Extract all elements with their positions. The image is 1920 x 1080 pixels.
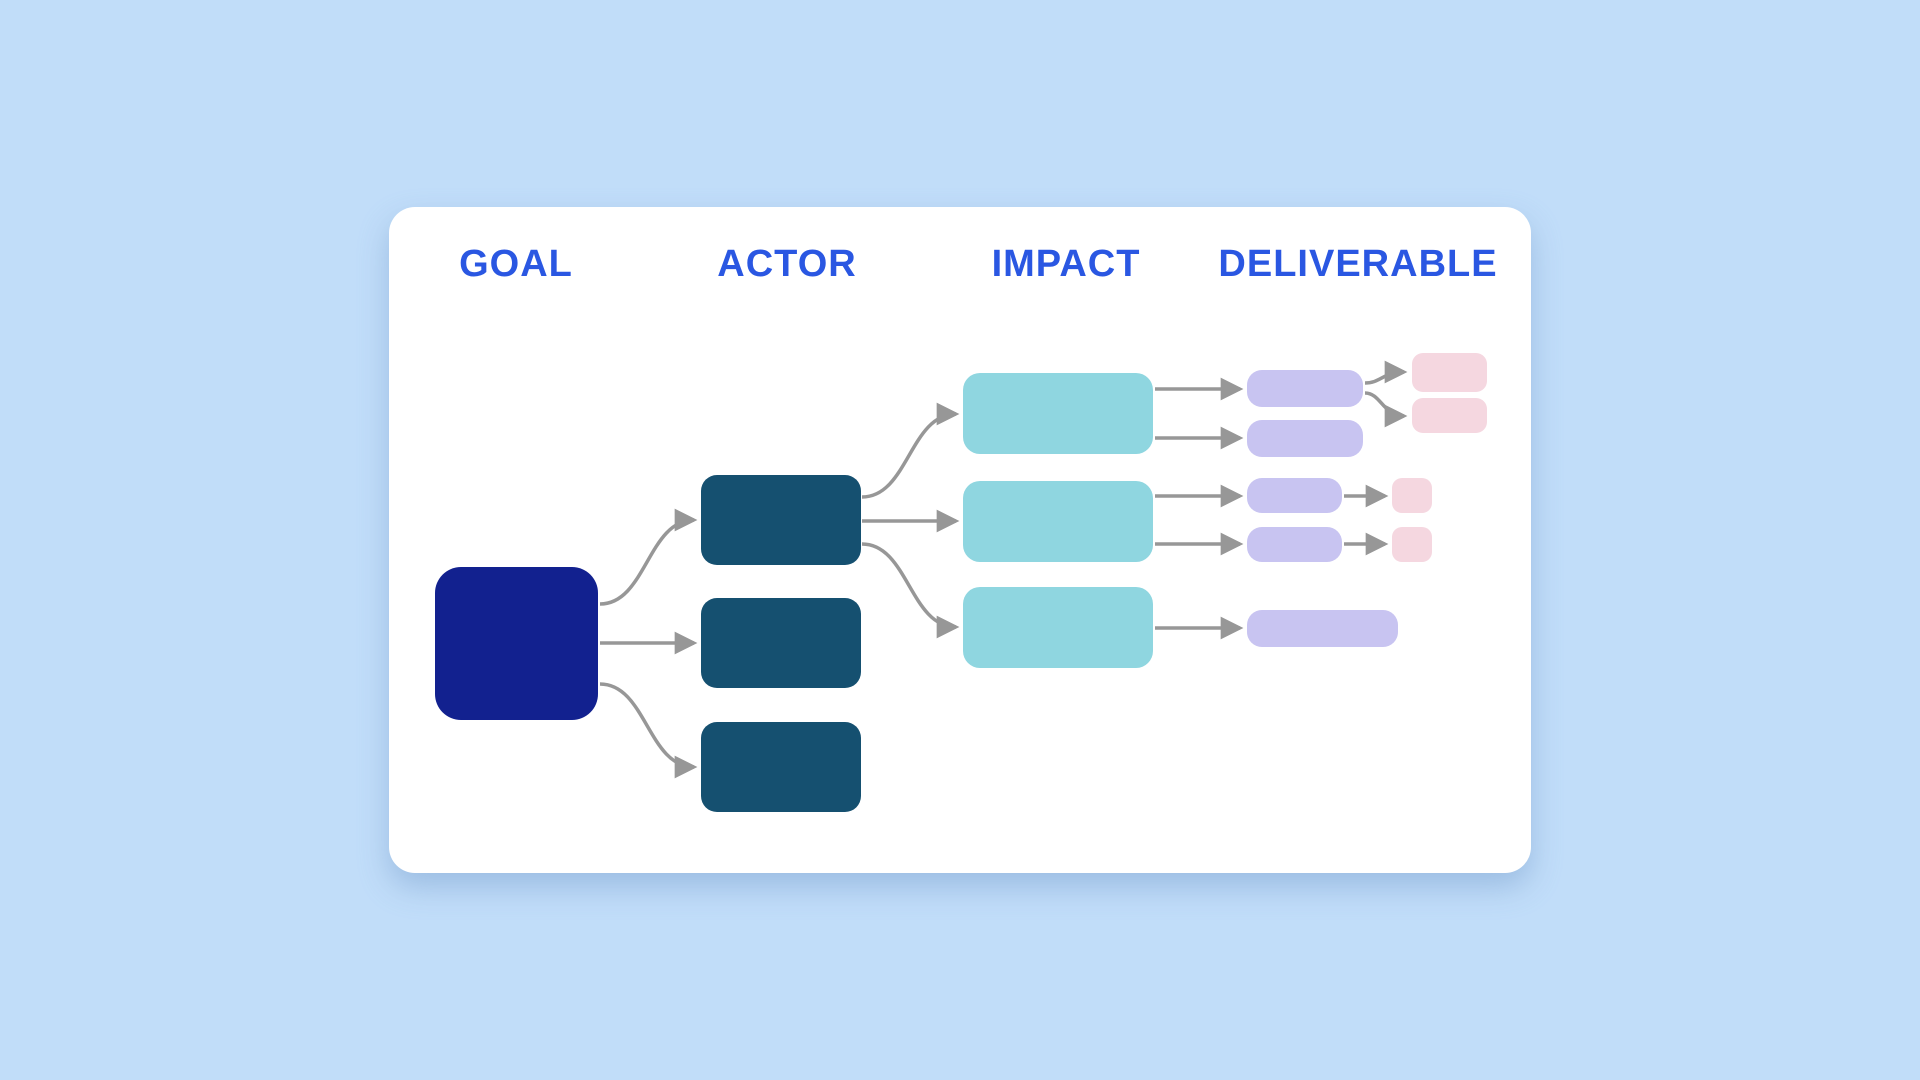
column-header-goal: GOAL: [459, 243, 573, 285]
sub-deliverable-node-2: [1412, 398, 1487, 433]
actor-node-3: [701, 722, 861, 812]
impact-node-2: [963, 481, 1153, 562]
column-header-impact: IMPACT: [991, 243, 1141, 285]
sub-deliverable-node-1: [1412, 353, 1487, 392]
deliverable-node-1: [1247, 370, 1363, 407]
diagram-card: [389, 207, 1531, 873]
impact-node-1: [963, 373, 1153, 454]
column-header-deliverable: DELIVERABLE: [1218, 243, 1498, 285]
deliverable-node-2: [1247, 420, 1363, 457]
deliverable-node-5: [1247, 610, 1398, 647]
deliverable-node-3: [1247, 478, 1342, 513]
sub-deliverable-node-4: [1392, 527, 1432, 562]
sub-deliverable-node-3: [1392, 478, 1432, 513]
actor-node-2: [701, 598, 861, 688]
deliverable-node-4: [1247, 527, 1342, 562]
actor-node-1: [701, 475, 861, 565]
goal-node: [435, 567, 598, 720]
impact-node-3: [963, 587, 1153, 668]
column-header-actor: ACTOR: [717, 243, 857, 285]
